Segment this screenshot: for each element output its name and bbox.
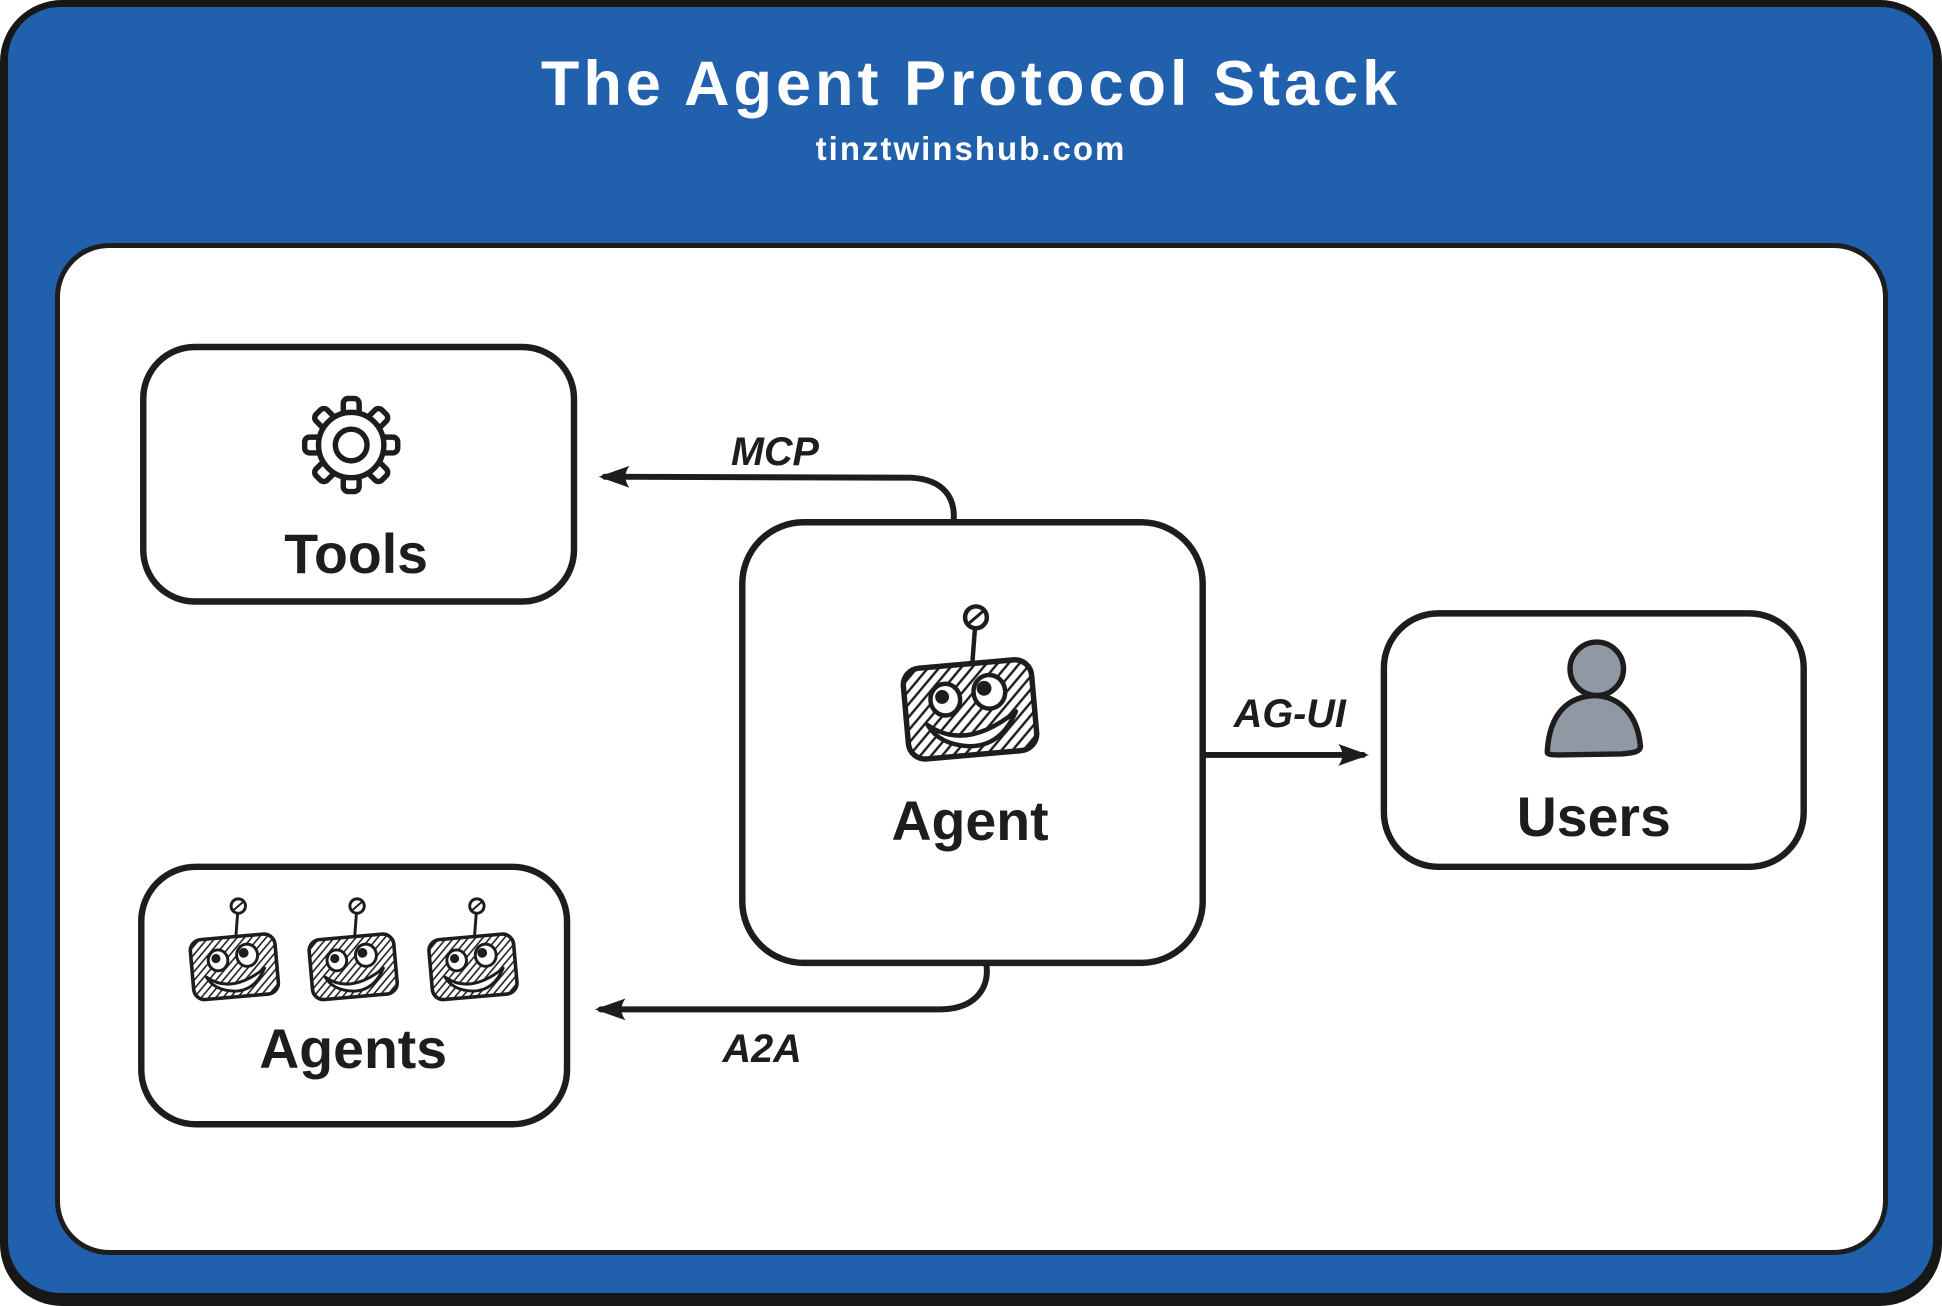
edge-agui: AG-UI xyxy=(1202,692,1370,766)
node-agents-label: Agents xyxy=(259,1018,447,1080)
node-users-label: Users xyxy=(1517,786,1671,848)
node-agent: Agent xyxy=(739,519,1206,967)
node-agent-label: Agent xyxy=(891,790,1048,852)
diagram-panel: MCP AG-UI A2A Tools Agent xyxy=(55,243,1888,1255)
edge-a2a-label: A2A xyxy=(721,1027,801,1071)
page-title: The Agent Protocol Stack xyxy=(540,49,1402,119)
edge-mcp: MCP xyxy=(598,430,957,529)
edge-mcp-label: MCP xyxy=(731,430,820,474)
diagram-canvas: MCP AG-UI A2A Tools Agent xyxy=(138,343,1807,1128)
site-url: tinztwinshub.com xyxy=(815,130,1127,167)
edge-a2a-line xyxy=(594,957,990,1021)
node-tools: Tools xyxy=(140,343,578,605)
edge-agui-label: AG-UI xyxy=(1233,692,1347,736)
edge-mcp-line xyxy=(598,465,957,529)
node-tools-label: Tools xyxy=(284,523,428,585)
node-agents: Agents xyxy=(138,863,571,1128)
gear-icon xyxy=(305,398,398,491)
node-users: Users xyxy=(1380,610,1807,871)
edge-a2a: A2A xyxy=(594,957,990,1071)
